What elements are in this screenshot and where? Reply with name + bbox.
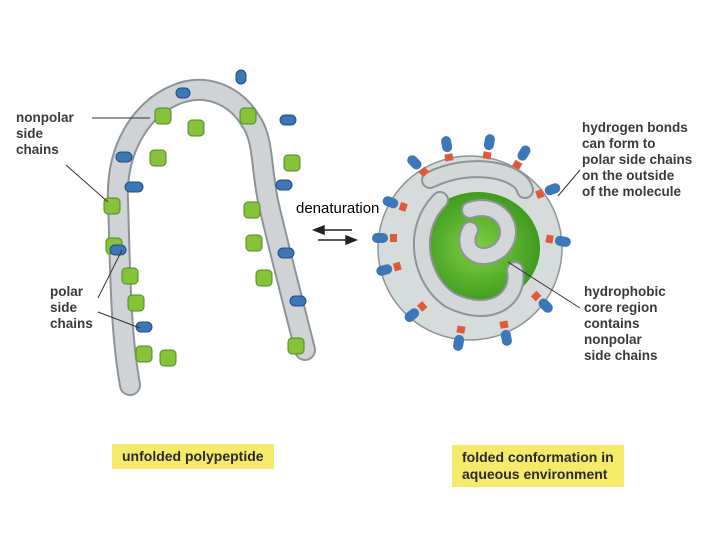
polar-side-chain: [115, 151, 133, 163]
surface-polar-side-chains: [372, 134, 571, 351]
surface-side-chain: [545, 234, 571, 247]
equilibrium-arrows: [311, 224, 359, 246]
nonpolar-side-chain: [121, 267, 139, 285]
surface-side-chain: [499, 320, 512, 346]
nonpolar-side-chain: [127, 294, 145, 312]
surface-side-chain: [441, 136, 454, 162]
surface-side-chain: [404, 301, 428, 323]
left-leader-lines: [65, 117, 150, 329]
surface-side-chain: [535, 183, 561, 199]
folded-chain-loops-fill: [414, 162, 532, 316]
nonpolar-leader: [65, 164, 109, 203]
polar-side-chain: [277, 247, 295, 259]
polar-side-chains-label: polar side chains: [50, 284, 93, 331]
polar-side-chain: [279, 114, 297, 126]
denaturation-label: denaturation: [296, 200, 380, 217]
reverse-arrow-head: [311, 224, 325, 236]
surface-side-chain: [407, 155, 430, 178]
surface-side-chain: [453, 325, 466, 351]
nonpolar-side-chain: [243, 201, 261, 219]
folded-conformation: [372, 134, 571, 351]
surface-side-chain: [376, 261, 402, 276]
polar-side-chain: [289, 295, 307, 307]
polar-side-chain: [275, 179, 293, 191]
unfolded-caption: unfolded polypeptide: [112, 444, 274, 469]
unfolded-polypeptide: [103, 69, 316, 396]
surface-side-chain: [382, 196, 408, 212]
polar-side-chain: [235, 69, 247, 85]
hydrogen-bonds-label: hydrogen bonds can form to polar side ch…: [582, 120, 693, 199]
surface-side-chain: [530, 290, 553, 313]
hydrophobic-leader: [507, 261, 581, 309]
surface-side-chain: [482, 134, 495, 160]
nonpolar-side-chain: [159, 349, 177, 367]
hydrogen-leader: [557, 169, 581, 197]
surface-side-chain: [512, 145, 531, 170]
polar-side-chain: [109, 244, 127, 256]
nonpolar-side-chain: [245, 234, 263, 252]
forward-arrow-head: [345, 234, 359, 246]
polar-leader: [97, 311, 141, 329]
nonpolar-side-chains-label: nonpolar side chains: [16, 110, 74, 157]
nonpolar-side-chain: [239, 107, 257, 125]
nonpolar-side-chain: [283, 154, 301, 172]
nonpolar-side-chain: [187, 119, 205, 137]
surface-side-chain: [372, 233, 397, 243]
nonpolar-side-chain: [154, 107, 172, 125]
polar-side-chain: [175, 87, 191, 99]
nonpolar-side-chain: [255, 269, 273, 287]
polar-side-chains: [109, 69, 307, 333]
hydrophobic-core-label: hydrophobic core region contains nonpola…: [584, 284, 666, 363]
polar-leader: [97, 249, 123, 299]
unfolded-chain: [108, 80, 314, 394]
nonpolar-side-chain: [287, 337, 305, 355]
nonpolar-side-chain: [135, 345, 153, 363]
polar-side-chain: [124, 181, 144, 193]
right-leader-lines: [507, 169, 581, 309]
nonpolar-side-chain: [149, 149, 167, 167]
folded-caption: folded conformation in aqueous environme…: [452, 445, 624, 487]
